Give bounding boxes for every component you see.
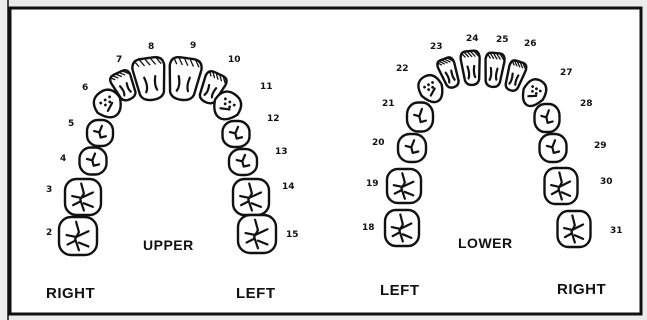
tooth-number-30: 30 [600,177,613,187]
tooth-number-24: 24 [466,34,479,44]
lower-arch-label: LOWER [458,235,513,251]
tooth-number-7: 7 [116,55,122,65]
lower-tooth-31 [558,211,591,247]
tooth-number-3: 3 [46,185,52,195]
tooth-number-27: 27 [560,68,573,78]
lower-left-label: LEFT [380,282,420,299]
upper-tooth-3 [65,179,101,215]
tooth-number-31: 31 [610,226,623,236]
upper-tooth-5 [87,120,113,146]
tooth-number-26: 26 [524,39,537,49]
lower-tooth-21 [407,103,433,132]
tooth-number-18: 18 [362,223,375,233]
upper-tooth-14 [233,179,269,215]
lower-right-label: RIGHT [557,281,606,298]
tooth-number-14: 14 [282,182,295,192]
tooth-number-2: 2 [46,228,52,238]
upper-tooth-12 [223,121,250,147]
tooth-number-20: 20 [372,138,385,148]
upper-left-label: LEFT [236,285,276,302]
tooth-number-10: 10 [228,55,241,65]
upper-tooth-13 [229,149,257,175]
tooth-number-12: 12 [267,114,280,124]
tooth-number-15: 15 [286,230,299,240]
lower-tooth-29 [540,134,567,162]
lower-tooth-18 [385,210,419,246]
tooth-number-4: 4 [60,154,66,164]
lower-tooth-28 [535,104,560,132]
tooth-number-25: 25 [496,35,509,45]
upper-tooth-2 [59,217,97,255]
tooth-number-8: 8 [148,42,154,52]
tooth-number-21: 21 [382,99,395,109]
upper-right-label: RIGHT [46,285,95,302]
upper-tooth-15 [238,215,276,253]
tooth-number-29: 29 [594,141,607,151]
tooth-number-22: 22 [396,64,409,74]
upper-arch-label: UPPER [143,237,194,253]
tooth-number-28: 28 [580,99,593,109]
tooth-number-5: 5 [68,119,74,129]
upper-tooth-4 [80,148,107,175]
lower-tooth-20 [398,134,426,162]
tooth-number-23: 23 [430,42,443,52]
lower-tooth-19 [387,169,421,203]
tooth-number-19: 19 [366,179,379,189]
tooth-number-13: 13 [275,147,288,157]
lower-tooth-30 [545,168,578,204]
tooth-number-9: 9 [190,41,196,51]
tooth-number-11: 11 [260,82,273,92]
tooth-number-6: 6 [82,83,88,93]
